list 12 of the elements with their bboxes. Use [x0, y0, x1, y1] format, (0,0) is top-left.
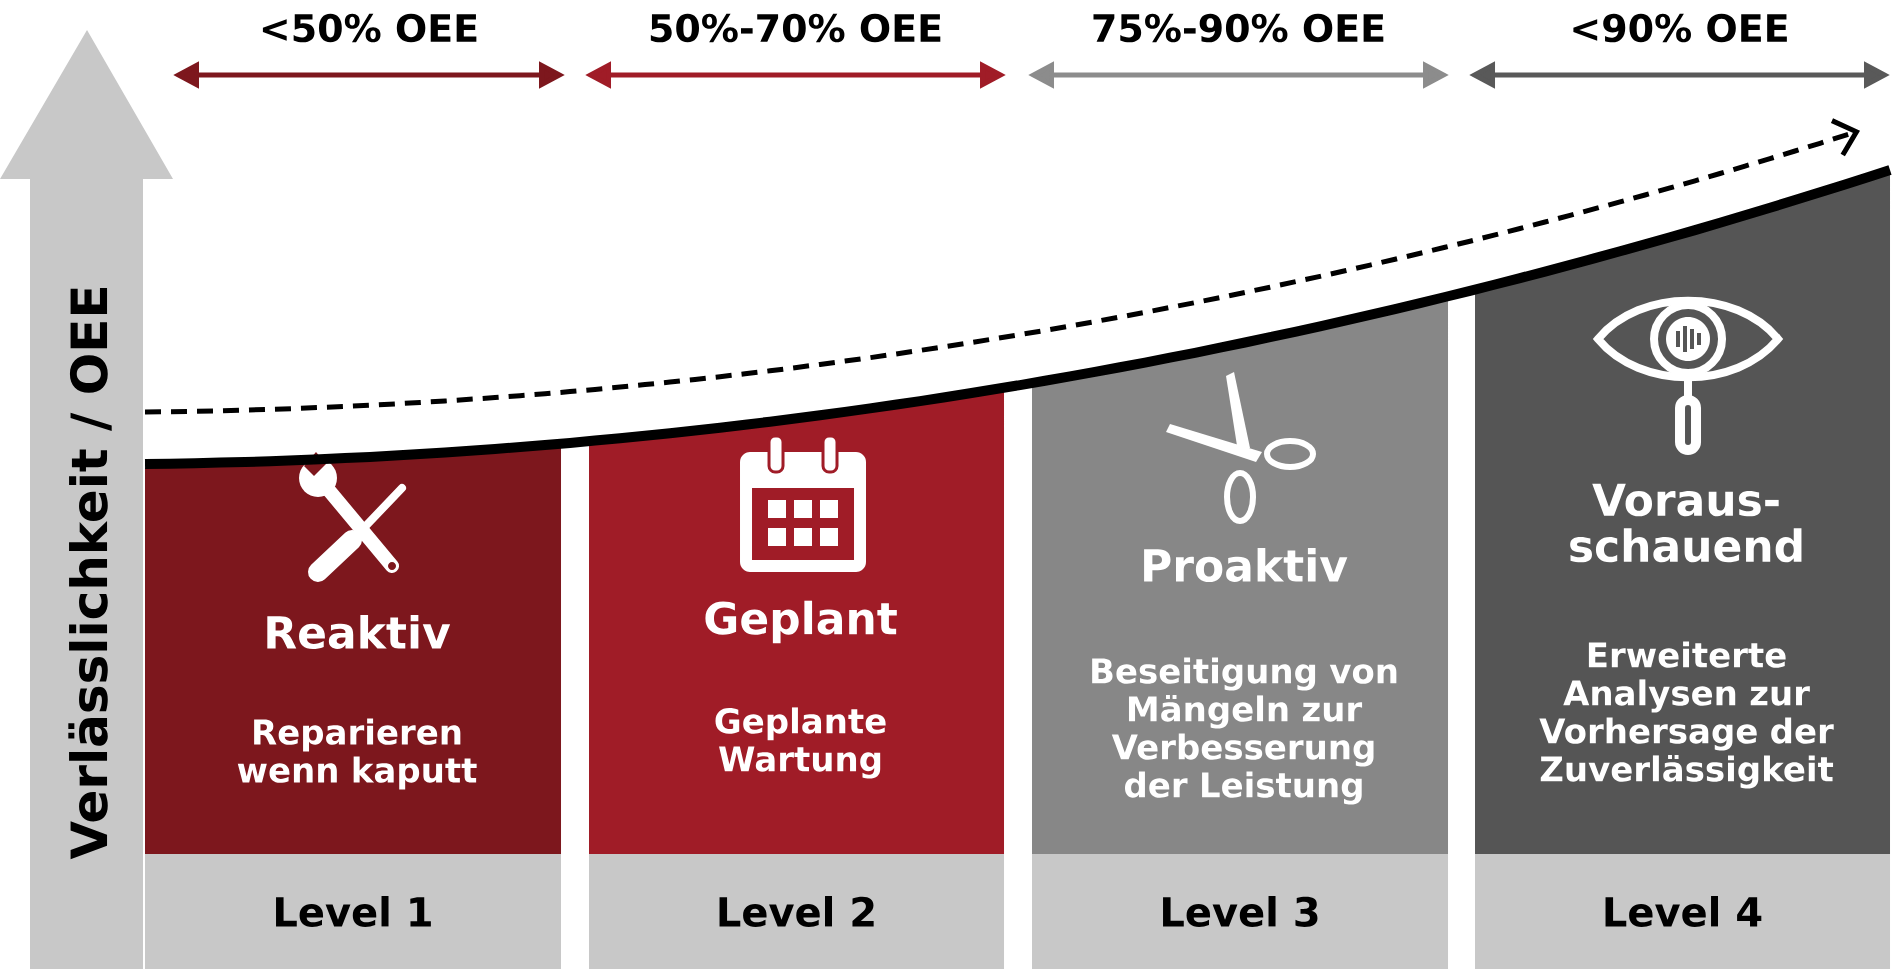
- level-bar: Level 3: [1032, 854, 1448, 969]
- node-label: Level 1: [276, 896, 431, 927]
- range-label: 50%-70% OEE: [650, 13, 941, 43]
- level-bar: Level 1: [145, 854, 561, 969]
- level-column: Proaktiv Beseitigung von Mängeln zur Verbesserung der Leistung: [1032, 300, 1448, 854]
- level-bar: Level 4: [1475, 854, 1890, 969]
- range-label: 75%-90% OEE: [1093, 13, 1384, 43]
- level-column: Voraus- schauend Erweiterte Analysen zur Vorhersage der Zuverlässigkeit: [1475, 174, 1890, 854]
- range-label: <90% OEE: [1573, 13, 1787, 43]
- level-bar: Level 2: [589, 854, 1004, 969]
- level-column: Reaktiv Reparieren wenn kaputt: [145, 447, 561, 854]
- range-label: <50% OEE: [262, 13, 477, 43]
